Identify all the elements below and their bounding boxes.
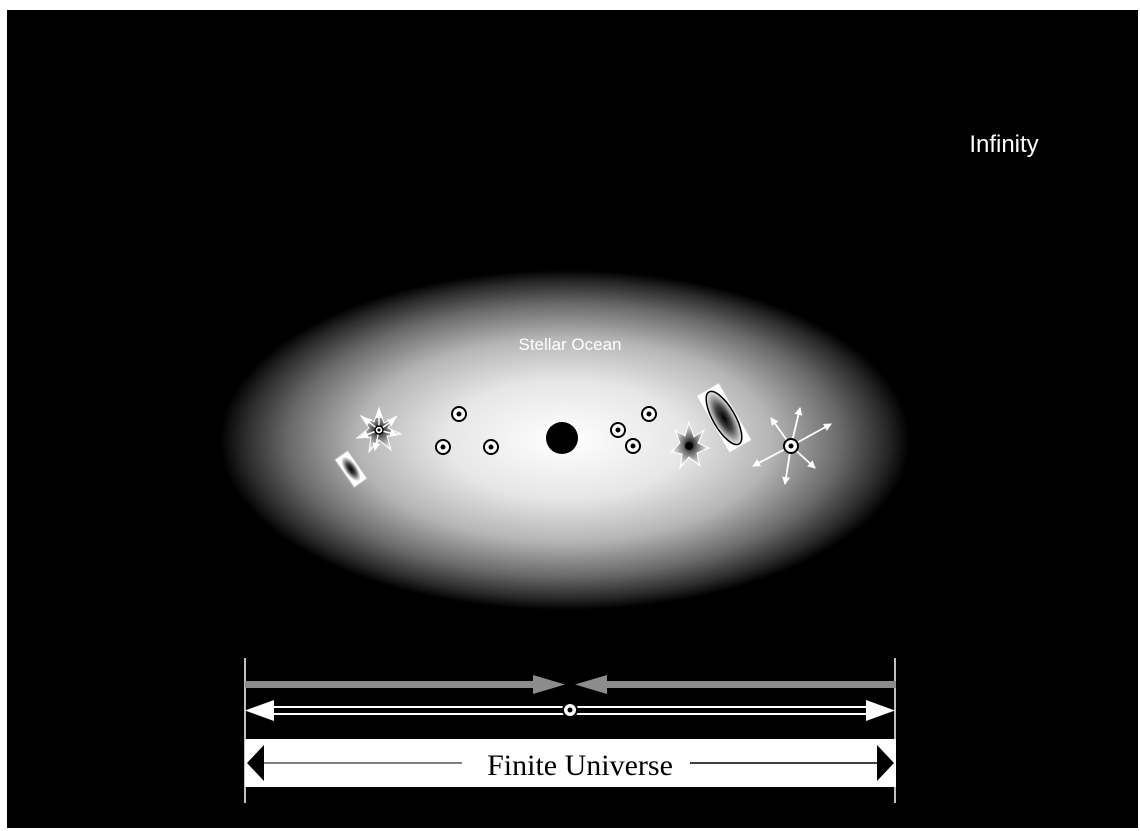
burst-star-icon	[355, 406, 403, 454]
stellar-ocean-label: Stellar Ocean	[519, 335, 622, 354]
expansion-arrow	[245, 700, 895, 721]
ringed-star-icon	[641, 406, 657, 422]
black-hole-icon	[546, 422, 578, 454]
infinity-label: Infinity	[969, 131, 1038, 158]
burst-star-icon	[752, 407, 832, 485]
ringed-star-icon	[610, 422, 626, 438]
finite-universe-label: Finite Universe	[487, 749, 673, 782]
converging-arrows	[245, 675, 896, 694]
elliptical-galaxy-icon	[333, 449, 369, 489]
finite-universe-bar: Finite Universe	[245, 739, 896, 787]
ringed-star-icon	[625, 438, 641, 454]
ringed-star-icon	[435, 439, 451, 455]
ringed-star-icon	[483, 439, 499, 455]
ringed-star-icon	[451, 406, 467, 422]
burst-star-icon	[669, 420, 711, 470]
elliptical-galaxy-icon	[695, 382, 753, 454]
